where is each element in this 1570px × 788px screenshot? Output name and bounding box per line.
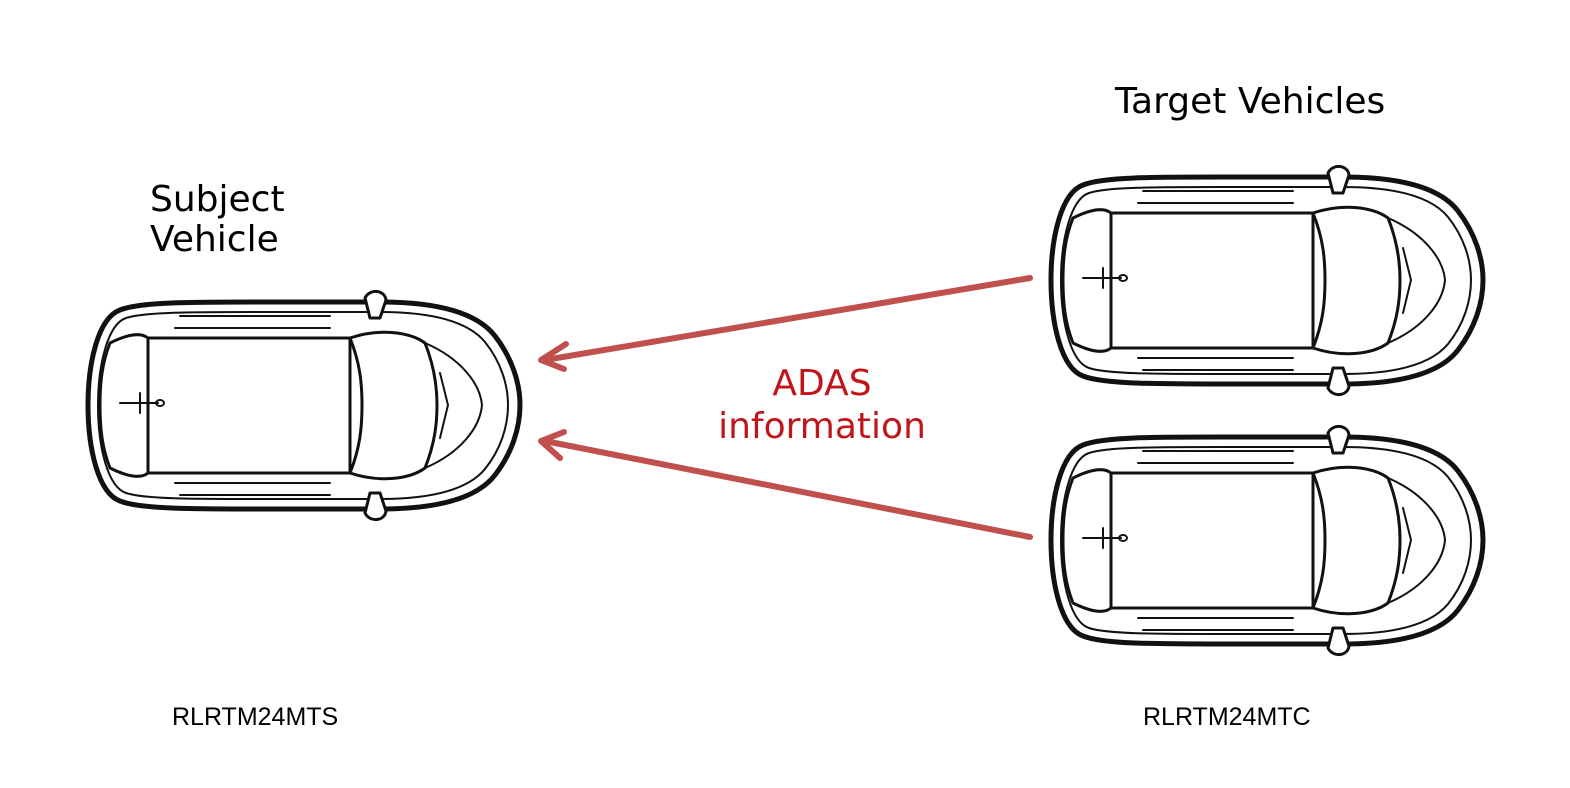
car-top-view-icon — [1048, 165, 1486, 396]
subject-label-line2: Vehicle — [150, 219, 279, 261]
subject-vehicle — [80, 288, 525, 523]
adas-label-line1: ADAS — [772, 363, 872, 404]
car-top-view-icon — [1048, 425, 1486, 656]
target-vehicle-bottom — [1043, 423, 1488, 658]
adas-information-label: ADAS information — [715, 362, 929, 448]
target-model-label: RLRTM24MTC — [1143, 703, 1311, 731]
arrow-top-icon — [538, 275, 1033, 372]
target-vehicle-top — [1043, 163, 1488, 398]
subject-vehicle-label: Subject Vehicle — [150, 179, 285, 261]
adas-label-line2: information — [718, 406, 926, 448]
car-top-view-icon — [85, 290, 523, 521]
target-vehicles-label: Target Vehicles — [1115, 81, 1386, 122]
subject-label-line1: Subject — [150, 179, 285, 220]
subject-model-label: RLRTM24MTS — [172, 703, 339, 731]
arrow-bottom-icon — [538, 429, 1033, 540]
